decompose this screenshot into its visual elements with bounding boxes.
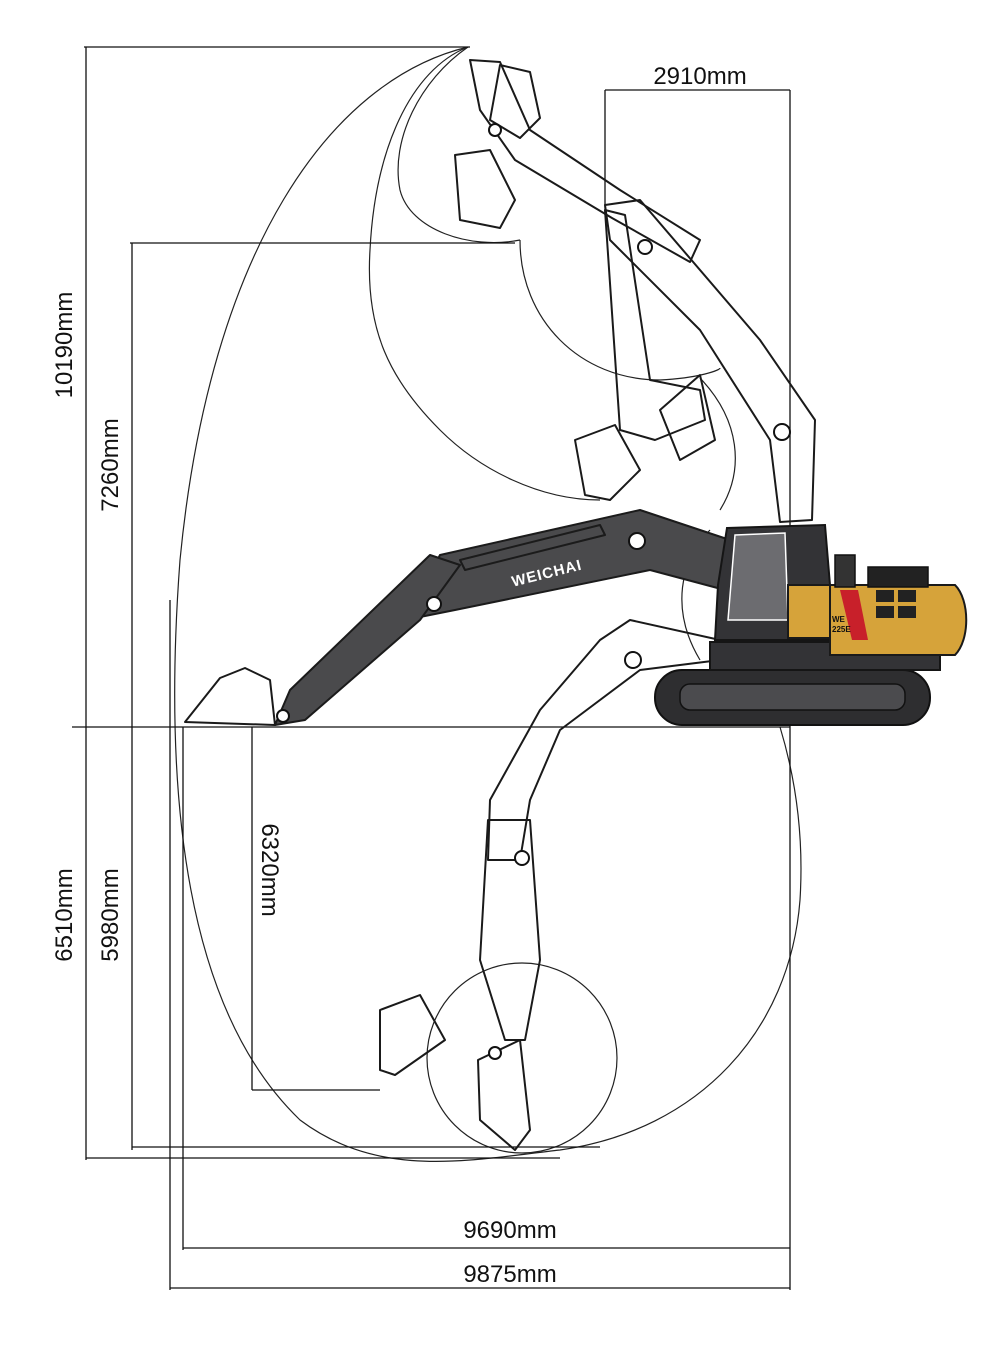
- label-dump-height: 7260mm: [97, 418, 124, 511]
- label-vertical-wall: 6320mm: [256, 823, 283, 916]
- lower-boom-outline: [487, 619, 721, 861]
- bucket-circle-bottom: [426, 962, 618, 1154]
- bucket-arc-mid: [519, 239, 721, 381]
- bucket-extended: [184, 667, 276, 726]
- excavator-body: WE 225E: [654, 523, 968, 726]
- boom-position-high: [454, 59, 816, 523]
- lower-pin-3: [488, 1046, 502, 1060]
- vent-2: [898, 590, 916, 602]
- lower-pin-1: [624, 651, 642, 669]
- upper-boom-outline: [604, 199, 816, 523]
- boom-cylinder: [459, 524, 606, 571]
- outer-envelope-curve: [174, 46, 802, 1162]
- arm-body: [274, 554, 461, 726]
- upper-pin-1: [488, 123, 502, 137]
- label-max-reach: 9875mm: [463, 1261, 556, 1288]
- bucket-arc-side: [699, 377, 736, 511]
- accent-stripe: [840, 590, 868, 640]
- dimension-lines: [72, 46, 791, 1290]
- mid-arm-outline: [604, 209, 706, 441]
- arm-pin: [426, 596, 442, 612]
- cab-window: [727, 532, 789, 621]
- label-dig-depth-flat: 5980mm: [97, 868, 124, 961]
- upper-bucket-outline: [489, 64, 541, 139]
- lower-bucket-outline: [477, 1039, 531, 1151]
- vent-4: [898, 606, 916, 618]
- mid-bucket-2-outline: [659, 374, 716, 461]
- air-filter: [834, 554, 856, 588]
- inner-envelope-curve: [368, 46, 601, 501]
- boom-foot-pin: [628, 532, 646, 550]
- cab-lower-panel: [787, 584, 831, 639]
- label-max-height: 10190mm: [51, 292, 78, 399]
- upper-pin-2: [637, 239, 653, 255]
- bucket-pin: [276, 709, 290, 723]
- model-label-line2: 225E: [832, 625, 851, 634]
- side-vents: [876, 590, 916, 618]
- model-label-line1: WE: [832, 615, 846, 624]
- lower-arm-outline: [479, 819, 541, 1041]
- label-top-width: 2910mm: [653, 63, 746, 90]
- label-dig-depth: 6510mm: [51, 868, 78, 961]
- vent-3: [876, 606, 894, 618]
- vent-1: [876, 590, 894, 602]
- track-frame: [679, 683, 906, 711]
- dimension-labels: 2910mm 10190mm 7260mm 6510mm 5980mm 6320…: [51, 63, 747, 1288]
- upper-bucket-2-outline: [454, 149, 516, 229]
- label-reach-ground: 9690mm: [463, 1217, 556, 1244]
- upper-pin-3: [773, 423, 791, 441]
- engine-hood: [867, 566, 929, 588]
- bucket-arc-top: [397, 46, 521, 244]
- mid-bucket-outline: [574, 424, 641, 501]
- lower-pin-2: [514, 850, 530, 866]
- lower-bucket-2-outline: [379, 994, 446, 1076]
- main-boom-extended: WEICHAI: [184, 509, 731, 726]
